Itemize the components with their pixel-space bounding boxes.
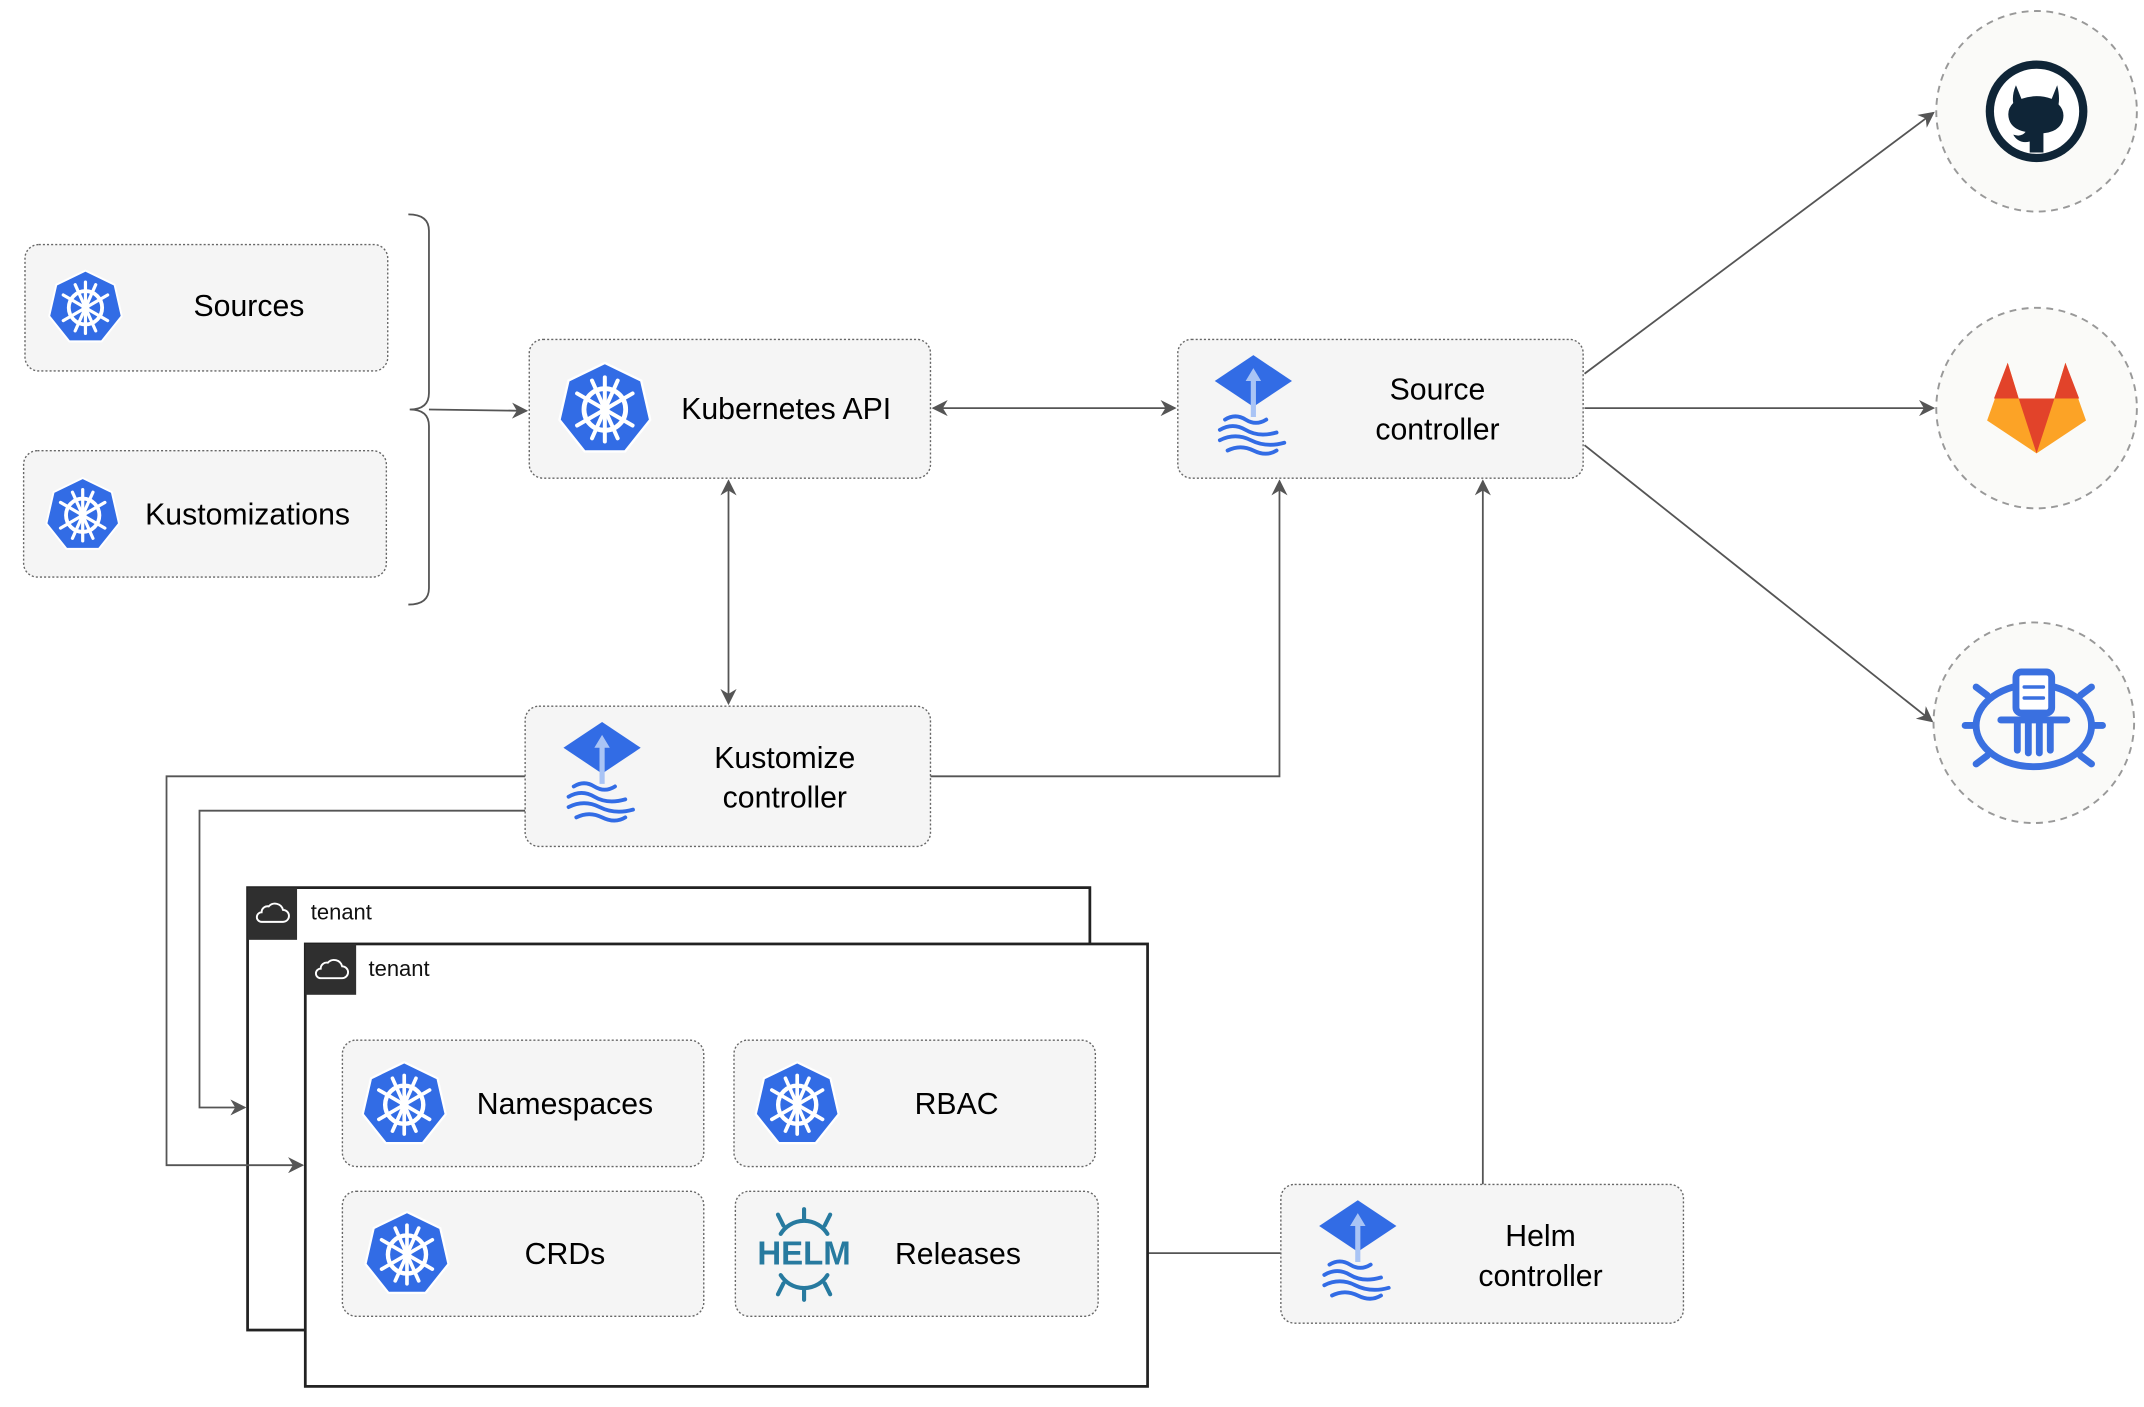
node-label: RBAC — [915, 1088, 999, 1121]
helm-logo-text: HELM — [757, 1235, 850, 1272]
node-label: Releases — [895, 1238, 1021, 1271]
edge-crds-to-api — [428, 402, 529, 419]
node-kustomizations[interactable]: Kustomizations — [22, 449, 388, 578]
github-icon — [1985, 60, 2088, 163]
node-namespaces[interactable]: Namespaces — [341, 1039, 705, 1168]
gitlab-source[interactable] — [1935, 306, 2138, 510]
node-label: Kubernetes API — [681, 393, 891, 426]
edge-kustomize-tenant-back — [198, 809, 526, 1116]
brace — [408, 213, 430, 606]
node-label: controller — [1375, 413, 1499, 446]
node-helm-controller[interactable]: Helm controller — [1280, 1183, 1685, 1324]
bucket-icon — [1961, 668, 2106, 771]
node-label: Kustomizations — [145, 499, 350, 532]
edge-source-bucket — [1583, 444, 1934, 723]
node-sources[interactable]: Sources — [24, 243, 389, 372]
edge-kustomize-source — [930, 479, 1288, 778]
node-crds[interactable]: CRDs — [341, 1190, 705, 1318]
helm-icon: HELM — [757, 1207, 851, 1302]
node-rbac[interactable]: RBAC — [733, 1039, 1097, 1168]
edge-kustomize-tenant-front — [165, 775, 526, 1174]
node-label: controller — [723, 782, 847, 815]
node-label: Sources — [194, 290, 305, 323]
node-label: Kustomize — [714, 742, 855, 775]
edge-source-github — [1583, 111, 1935, 375]
tenant-label: tenant — [311, 900, 372, 925]
node-kubernetes-api[interactable]: Kubernetes API — [528, 338, 932, 479]
github-source[interactable] — [1935, 10, 2138, 213]
bucket-source[interactable] — [1932, 621, 2136, 825]
node-kustomize-controller[interactable]: Kustomize controller — [524, 705, 932, 848]
node-label: CRDs — [525, 1238, 606, 1271]
node-label: Source — [1390, 374, 1486, 407]
tenant-label: tenant — [369, 956, 430, 981]
node-label: controller — [1478, 1260, 1602, 1293]
node-releases[interactable]: HELM Releases — [734, 1190, 1099, 1318]
node-source-controller[interactable]: Source controller — [1177, 338, 1584, 479]
node-label: Helm — [1505, 1220, 1576, 1253]
node-label: Namespaces — [477, 1088, 653, 1121]
gitlab-icon — [1987, 362, 2087, 454]
